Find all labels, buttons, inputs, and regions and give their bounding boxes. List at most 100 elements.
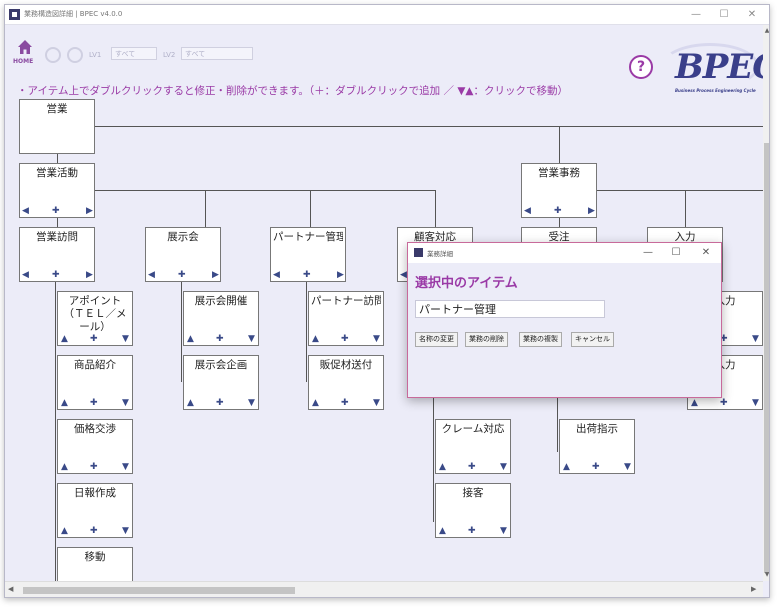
move-right-icon[interactable]: ▶	[212, 270, 219, 280]
add-icon[interactable]: ✚	[592, 462, 600, 472]
tree-node[interactable]: 展示会企画▲✚▼	[183, 355, 259, 410]
move-up-icon[interactable]: ▲	[563, 462, 570, 472]
add-icon[interactable]: ✚	[341, 334, 349, 344]
add-icon[interactable]: ✚	[720, 398, 728, 408]
add-icon[interactable]: ✚	[90, 398, 98, 408]
tree-node[interactable]: 営業	[19, 99, 95, 154]
move-down-icon[interactable]: ▼	[624, 462, 631, 472]
move-up-icon[interactable]: ▲	[439, 462, 446, 472]
tree-node[interactable]: 接客▲✚▼	[435, 483, 511, 538]
tree-node[interactable]: 価格交渉▲✚▼	[57, 419, 133, 474]
tree-node[interactable]: 販促材送付▲✚▼	[308, 355, 384, 410]
move-up-icon[interactable]: ▲	[439, 526, 446, 536]
delete-button[interactable]: 業務の削除	[465, 332, 508, 347]
move-down-icon[interactable]: ▼	[752, 334, 759, 344]
add-icon[interactable]: ✚	[554, 206, 562, 216]
level-from-label: LV1	[89, 51, 102, 59]
tree-node[interactable]: 商品紹介▲✚▼	[57, 355, 133, 410]
home-button[interactable]: HOME	[11, 39, 39, 67]
tree-node[interactable]: 展示会◀✚▶	[145, 227, 221, 282]
add-icon[interactable]: ✚	[341, 398, 349, 408]
move-down-icon[interactable]: ▼	[752, 398, 759, 408]
move-right-icon[interactable]: ▶	[588, 206, 595, 216]
add-icon[interactable]: ✚	[303, 270, 311, 280]
structure-canvas[interactable]: 営業営業活動◀✚▶営業事務◀✚▶営業訪問◀✚▶展示会◀✚▶パートナー管理◀✚▶顧…	[5, 93, 763, 581]
move-down-icon[interactable]: ▼	[500, 526, 507, 536]
tree-node[interactable]: 移動	[57, 547, 133, 581]
move-right-icon[interactable]: ▶	[86, 270, 93, 280]
tree-node[interactable]: クレーム対応▲✚▼	[435, 419, 511, 474]
move-down-icon[interactable]: ▼	[248, 334, 255, 344]
add-icon[interactable]: ✚	[720, 334, 728, 344]
move-down-icon[interactable]: ▼	[248, 398, 255, 408]
tree-node[interactable]: 営業事務◀✚▶	[521, 163, 597, 218]
move-down-icon[interactable]: ▼	[122, 462, 129, 472]
tree-node[interactable]: 日報作成▲✚▼	[57, 483, 133, 538]
move-left-icon[interactable]: ◀	[22, 270, 29, 280]
move-left-icon[interactable]: ◀	[22, 206, 29, 216]
level-from-select[interactable]: すべて	[111, 47, 157, 60]
move-up-icon[interactable]: ▲	[61, 334, 68, 344]
move-up-icon[interactable]: ▲	[312, 398, 319, 408]
add-icon[interactable]: ✚	[52, 270, 60, 280]
tree-node[interactable]: 営業訪問◀✚▶	[19, 227, 95, 282]
horizontal-scroll-thumb[interactable]	[23, 587, 295, 594]
add-icon[interactable]: ✚	[90, 334, 98, 344]
bpec-logo: BPEC Business Process Engineering Cycle	[661, 41, 769, 93]
move-down-icon[interactable]: ▼	[373, 334, 380, 344]
level-to-select[interactable]: すべて	[181, 47, 253, 60]
move-down-icon[interactable]: ▼	[373, 398, 380, 408]
move-right-icon[interactable]: ▶	[337, 270, 344, 280]
move-down-icon[interactable]: ▼	[500, 462, 507, 472]
scroll-left-icon[interactable]: ◀	[8, 585, 14, 593]
scroll-down-icon[interactable]: ▼	[764, 571, 770, 578]
add-icon[interactable]: ✚	[52, 206, 60, 216]
move-down-icon[interactable]: ▼	[122, 334, 129, 344]
dialog-minimize-button[interactable]: —	[643, 247, 653, 258]
tree-node[interactable]: パートナー管理◀✚▶	[270, 227, 346, 282]
item-name-input[interactable]	[415, 300, 605, 318]
move-down-icon[interactable]: ▼	[122, 398, 129, 408]
tree-node[interactable]: アポイント（ＴＥＬ／メール）▲✚▼	[57, 291, 133, 346]
minimize-button[interactable]: —	[691, 9, 701, 20]
move-up-icon[interactable]: ▲	[61, 526, 68, 536]
add-icon[interactable]: ✚	[178, 270, 186, 280]
add-icon[interactable]: ✚	[216, 334, 224, 344]
add-icon[interactable]: ✚	[468, 526, 476, 536]
move-up-icon[interactable]: ▲	[187, 398, 194, 408]
dialog-close-button[interactable]: ✕	[701, 247, 711, 258]
add-icon[interactable]: ✚	[216, 398, 224, 408]
copy-button[interactable]: 業務の複製	[519, 332, 562, 347]
move-up-icon[interactable]: ▲	[61, 398, 68, 408]
scroll-right-icon[interactable]: ▶	[751, 585, 757, 593]
tree-node[interactable]: 出荷指示▲✚▼	[559, 419, 635, 474]
move-down-icon[interactable]: ▼	[122, 526, 129, 536]
add-icon[interactable]: ✚	[90, 526, 98, 536]
move-right-icon[interactable]: ▶	[86, 206, 93, 216]
help-button[interactable]: ?	[629, 55, 653, 79]
tree-node[interactable]: 展示会開催▲✚▼	[183, 291, 259, 346]
scroll-up-icon[interactable]: ▲	[764, 27, 770, 34]
tree-node[interactable]: 営業活動◀✚▶	[19, 163, 95, 218]
add-icon[interactable]: ✚	[90, 462, 98, 472]
vertical-scrollbar[interactable]: ▲ ▼	[763, 25, 770, 581]
dialog-maximize-button[interactable]: ☐	[671, 247, 681, 258]
add-icon[interactable]: ✚	[468, 462, 476, 472]
move-left-icon[interactable]: ◀	[524, 206, 531, 216]
cancel-button[interactable]: キャンセル	[571, 332, 614, 347]
maximize-button[interactable]: ☐	[719, 9, 729, 20]
rename-button[interactable]: 名称の変更	[415, 332, 458, 347]
zoom-out-icon[interactable]	[67, 47, 83, 63]
move-left-icon[interactable]: ◀	[273, 270, 280, 280]
move-up-icon[interactable]: ▲	[312, 334, 319, 344]
zoom-in-icon[interactable]	[45, 47, 61, 63]
move-left-icon[interactable]: ◀	[400, 270, 407, 280]
vertical-scroll-thumb[interactable]	[764, 143, 769, 573]
move-up-icon[interactable]: ▲	[61, 462, 68, 472]
tree-node[interactable]: パートナー訪問▲✚▼	[308, 291, 384, 346]
move-up-icon[interactable]: ▲	[691, 398, 698, 408]
horizontal-scrollbar[interactable]: ◀ ▶	[5, 581, 763, 597]
close-button[interactable]: ✕	[747, 9, 757, 20]
move-left-icon[interactable]: ◀	[148, 270, 155, 280]
move-up-icon[interactable]: ▲	[187, 334, 194, 344]
